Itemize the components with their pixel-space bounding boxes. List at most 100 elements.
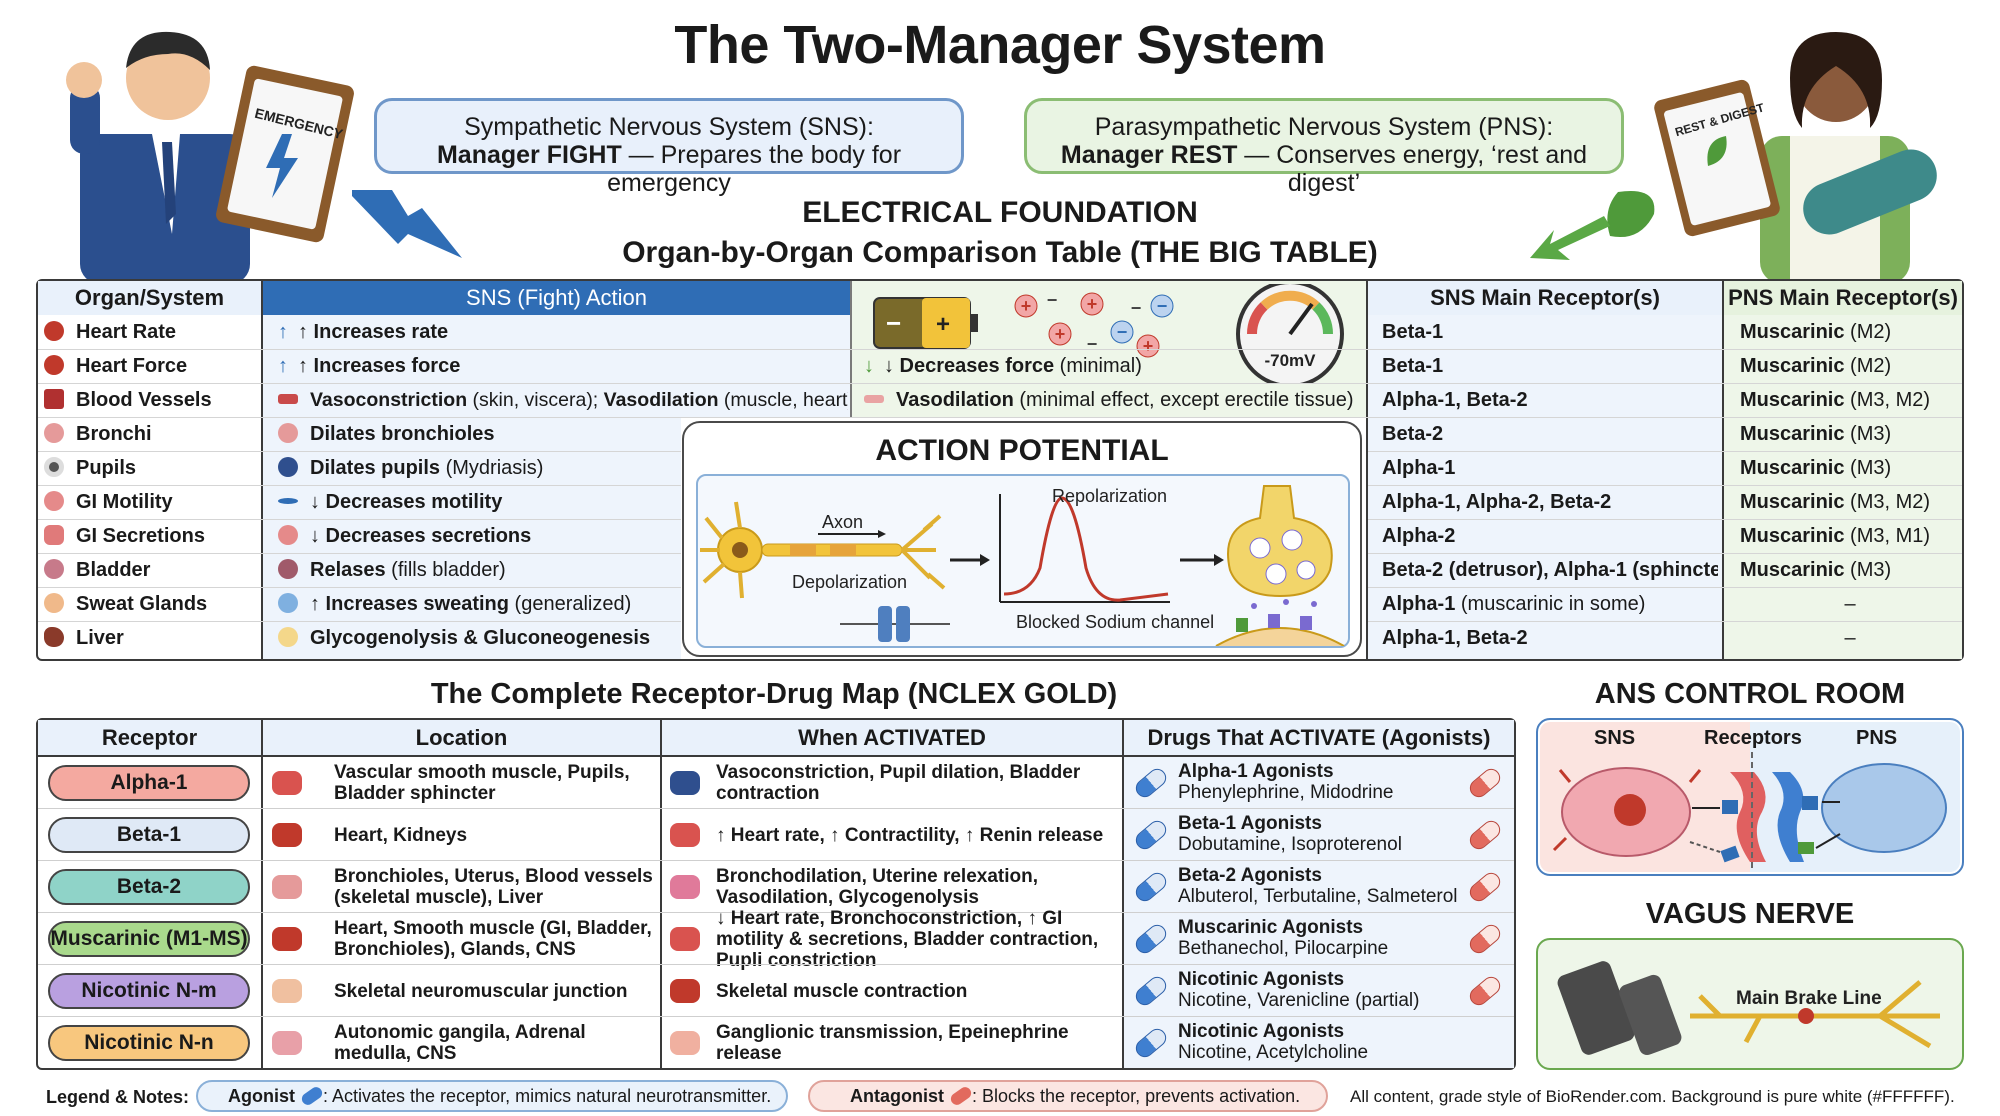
lungs-icon (44, 423, 64, 443)
sns-bubble-line2: Manager FIGHT — Prepares the body for em… (436, 141, 902, 197)
pns-action-blood-vessels: Vasodilation (minimal effect, except ere… (864, 383, 1364, 417)
svg-text:+: + (1055, 324, 1066, 344)
location-cell: Heart, Smooth muscle (GI, Bladder, Bronc… (334, 918, 652, 960)
receptor-pill: Muscarinic (M1-MS) (48, 921, 250, 957)
svg-text:−: − (886, 308, 901, 338)
col-header-receptor: Receptor (101, 725, 198, 750)
legend-agonist: Agonist: Activates the receptor, mimics … (196, 1080, 788, 1112)
antagonist-pill-icon (948, 1084, 974, 1108)
page-title: The Two-Manager System (674, 15, 1326, 75)
control-room-sns-label: SNS (1594, 727, 1636, 749)
activated-effect-cell: Bronchodilation, Uterine relexation, Vas… (716, 866, 1038, 908)
eye-icon (44, 457, 64, 477)
electrical-foundation-heading: ELECTRICAL FOUNDATION (802, 196, 1198, 229)
svg-text:−: − (1131, 298, 1142, 318)
heart-icon (44, 355, 64, 375)
organ-icon (272, 823, 302, 847)
receptor-pill: Alpha-1 (48, 765, 250, 801)
organ-icon (272, 1031, 302, 1055)
svg-text:+: + (936, 311, 950, 338)
legend-antagonist: Antagonist: Blocks the receptor, prevent… (808, 1080, 1328, 1112)
location-cell: Vascular smooth muscle, Pupils, Bladder … (334, 762, 630, 804)
water-drops-icon (278, 593, 298, 613)
receptor-map-heading: The Complete Receptor-Drug Map (NCLEX GO… (430, 678, 1118, 710)
lungs-icon (278, 423, 298, 443)
col-header-sns-action: SNS (Fight) Action (466, 285, 647, 310)
table-row: Sweat Glands (44, 587, 258, 621)
table-row: GI Motility (44, 485, 258, 519)
effect-icon (670, 927, 700, 951)
effect-icon (670, 1031, 700, 1055)
stomach-icon (44, 491, 64, 511)
rest-digest-clipboard: REST & DIGEST (1654, 79, 1780, 237)
main-brake-line-label: Main Brake Line (1736, 988, 1882, 1009)
col-header-agonist-drugs: Drugs That ACTIVATE (Agonists) (1147, 725, 1491, 750)
hand-icon (44, 593, 64, 613)
svg-text:+: + (1143, 336, 1154, 356)
action-potential-curve (999, 494, 1170, 603)
effect-icon (670, 771, 700, 795)
action-potential-title: ACTION POTENTIAL (875, 434, 1169, 467)
legend-label: Legend & Notes: (46, 1087, 190, 1107)
receptor-pill: Nicotinic N-n (48, 1025, 250, 1061)
receptor-pill: Beta-1 (48, 817, 250, 853)
intestine-icon (44, 525, 64, 545)
depolarization-label: Depolarization (792, 572, 907, 592)
pns-bubble-line2: Manager REST — Conserves energy, ‘rest a… (1060, 141, 1588, 197)
svg-text:+: + (1021, 296, 1032, 316)
receptor-pill: Nicotinic N-m (48, 973, 250, 1009)
voltmeter-gauge: -70mV (1236, 284, 1344, 384)
svg-text:−: − (1087, 334, 1098, 354)
battery-voltmeter-illustration: − + + + + − − + −−− -70mV (873, 284, 1344, 384)
voltmeter-reading: -70mV (1264, 351, 1316, 370)
synapse-illustration (1215, 485, 1345, 646)
table-row: Blood Vessels (44, 383, 258, 417)
table-row: Bladder (44, 553, 258, 587)
activated-effect-cell: Ganglionic transmission, Epeinephrine re… (716, 1022, 1069, 1064)
effect-icon (670, 979, 700, 1003)
activated-effect-cell: Skeletal muscle contraction (716, 980, 968, 1002)
big-table-heading: Organ-by-Organ Comparison Table (THE BIG… (622, 236, 1378, 269)
location-cell: Heart, Kidneys (334, 824, 468, 846)
organ-icon (272, 875, 302, 899)
effect-icon (670, 823, 700, 847)
blood-vessel-icon (44, 389, 64, 409)
col-header-organ: Organ/System (74, 285, 225, 310)
down-arrow-icon (278, 498, 298, 504)
bladder-icon (44, 559, 64, 579)
manager-fight-illustration: EMERGENCY (66, 31, 354, 284)
location-cell: Bronchioles, Uterus, Blood vessels (skel… (334, 866, 653, 908)
axon-label: Axon (822, 512, 863, 532)
activated-effect-cell: Vasoconstriction, Pupil dilation, Bladde… (716, 762, 1081, 804)
repolarization-label: Repolarization (1052, 486, 1167, 506)
pedal-icon (1557, 961, 1682, 1055)
lightning-arrow-icon (352, 190, 462, 258)
vessel-icon (864, 395, 884, 403)
location-cell: Autonomic gangila, Adrenal medulla, CNS (334, 1022, 586, 1064)
svg-text:−: − (1047, 290, 1058, 310)
leaf-arrow-icon (1530, 190, 1655, 260)
heart-icon (44, 321, 64, 341)
col-header-when-activated: When ACTIVATED (798, 725, 986, 750)
col-header-location: Location (415, 725, 508, 750)
blocked-sodium-label: Blocked Sodium channel (1016, 612, 1214, 632)
table-row: Liver (44, 621, 258, 655)
organ-icon (272, 927, 302, 951)
sodium-channel-icon (840, 606, 950, 642)
vagus-brake-illustration: Main Brake Line (1557, 961, 1940, 1055)
control-room-pns-label: PNS (1856, 727, 1898, 749)
svg-text:+: + (1087, 294, 1098, 314)
table-row: GI Secretions (44, 519, 258, 553)
receptor-pill: Beta-2 (48, 869, 250, 905)
agonist-pill-icon (299, 1084, 325, 1108)
stomach-icon (278, 525, 298, 545)
vagus-nerve-heading: VAGUS NERVE (1645, 898, 1855, 930)
svg-text:−: − (1117, 322, 1128, 342)
sns-bubble-line1: Sympathetic Nervous System (SNS): (464, 113, 874, 141)
